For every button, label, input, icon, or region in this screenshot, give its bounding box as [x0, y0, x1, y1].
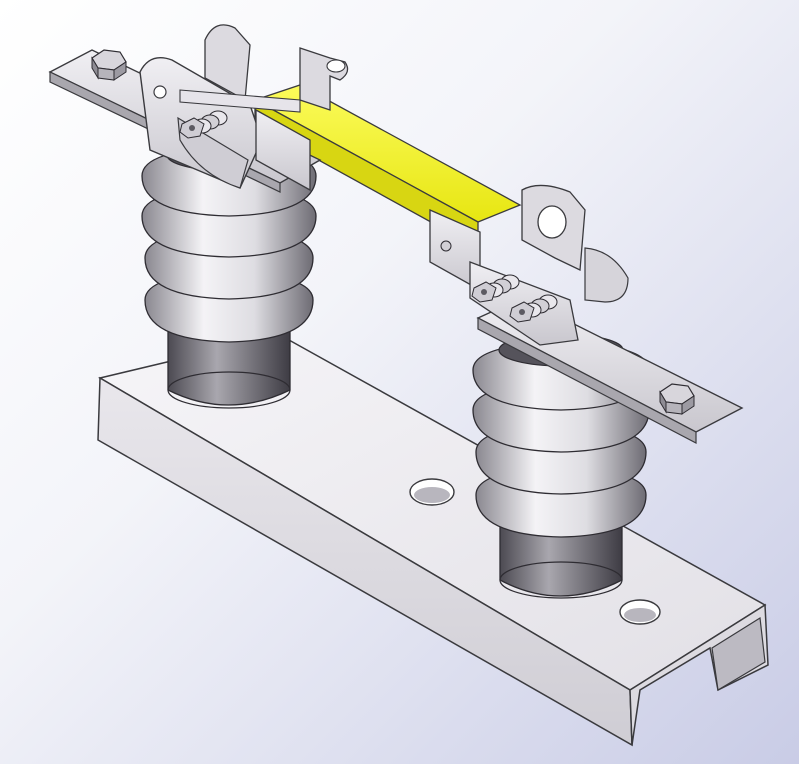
bolt-icon	[659, 383, 695, 415]
hinge-ear	[204, 24, 251, 102]
lug-hole	[537, 205, 567, 239]
mounting-hole-icon	[409, 478, 455, 506]
contact-guide	[584, 247, 629, 303]
blade-hook	[299, 47, 349, 111]
spring-icon	[509, 294, 558, 323]
mounting-hole-icon	[619, 599, 661, 625]
base-channel[interactable]	[97, 334, 769, 747]
spring-icon	[179, 110, 228, 139]
contact-side-plate	[255, 108, 311, 192]
base-end-lip	[711, 616, 766, 691]
pivot-pin	[179, 89, 301, 113]
spring-icon	[471, 274, 520, 303]
terminal-plate-edge	[477, 317, 697, 444]
left-terminal[interactable]	[48, 24, 349, 193]
right-terminal[interactable]	[429, 184, 744, 444]
bolt-icon	[91, 49, 127, 81]
